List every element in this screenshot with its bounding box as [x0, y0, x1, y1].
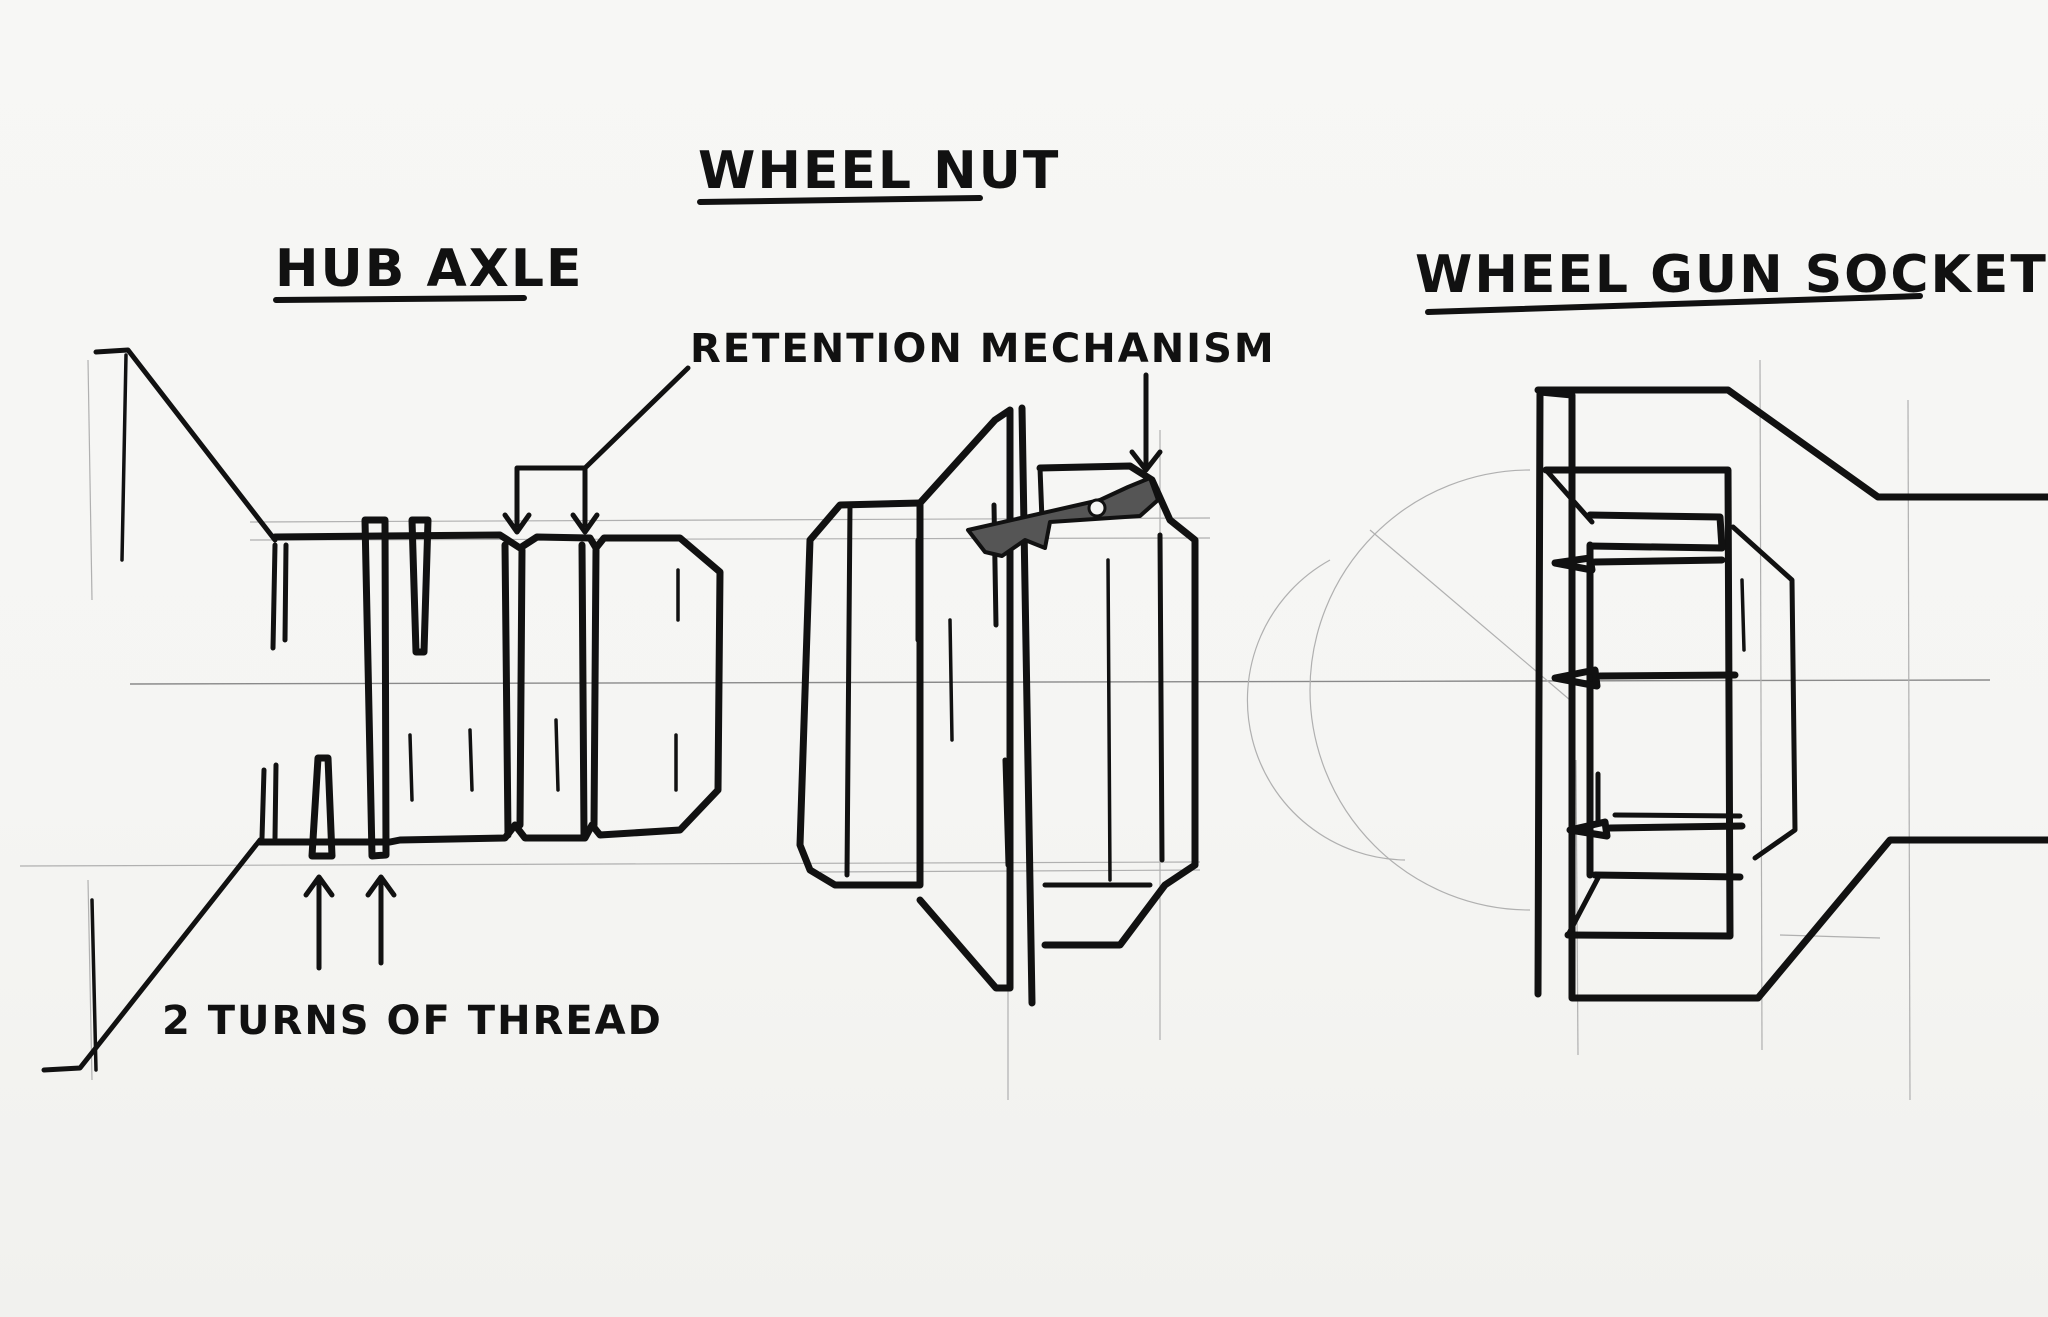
axle-base-upright-lower	[90, 898, 98, 1072]
thread-turn-2-top	[408, 516, 432, 656]
wheel-nut-title: WHEEL NUT	[698, 141, 1060, 201]
wheel-gun-socket	[1534, 386, 2048, 1002]
nut-hex-left	[796, 499, 924, 889]
socket-top-outline	[1534, 386, 2048, 501]
socket-pin-3-tip	[1566, 818, 1611, 840]
thread-turn-1	[361, 516, 390, 860]
wheel-gun-socket-underline	[1425, 293, 1923, 315]
retention-groove-2	[516, 546, 526, 829]
socket-vertical-guide	[1575, 759, 1579, 1056]
socket-bottom-outline	[1536, 388, 2048, 1002]
socket-pin-3-upper	[1612, 812, 1743, 819]
nut-retention-arrowhead	[1129, 449, 1163, 473]
axle-base-upright	[120, 353, 128, 562]
retention-arrowhead-1	[502, 512, 532, 535]
retention-leader-line	[582, 365, 691, 471]
retention-mechanism-callout	[502, 365, 1163, 535]
axle-mark-3	[554, 718, 560, 792]
socket-pin-1-tip	[1551, 554, 1596, 574]
retention-groove-3	[578, 541, 588, 839]
labels: WHEEL NUT HUB AXLE WHEEL GUN SOCKET RETE…	[162, 141, 2048, 1044]
thread-callout-arrows	[303, 874, 397, 971]
retention-bracket	[514, 465, 588, 528]
socket-guide-short	[1779, 934, 1881, 939]
centerline	[129, 679, 1991, 685]
retention-pawl-pivot	[1087, 498, 1107, 518]
socket-inner-corner-bottom	[1565, 875, 1601, 938]
wheel-gun-socket-title: WHEEL GUN SOCKET	[1415, 245, 2048, 305]
socket-vertical-guide-2	[1759, 359, 1763, 1051]
axle-left-face-bottom-2	[272, 762, 279, 841]
socket-pin-2-tip	[1551, 666, 1601, 690]
hub-axle-title: HUB AXLE	[275, 239, 583, 299]
axle-left-guide	[87, 879, 93, 1081]
retention-groove-4	[590, 546, 600, 829]
axle-mark-5	[408, 733, 414, 802]
nut-mark-4	[948, 618, 954, 742]
socket-inner-mark	[1740, 578, 1746, 652]
axle-left-face-bottom	[259, 767, 267, 841]
axle-left-face-top	[270, 542, 278, 651]
nut-right-sleeve	[1036, 462, 1199, 949]
socket-construction-arc-2	[1246, 559, 1406, 861]
wheel-nut	[796, 404, 1199, 1007]
retention-pawl	[966, 476, 1160, 558]
hub-axle-underline	[273, 295, 527, 303]
wheel-nut-underline	[697, 195, 983, 205]
socket-inner-right-face	[1730, 524, 1798, 861]
socket-left-edge	[1534, 388, 1544, 998]
thread-turns-label: 2 TURNS OF THREAD	[162, 998, 663, 1044]
socket-ledge-top	[1586, 511, 1726, 552]
nut-cone-flange	[916, 406, 1014, 992]
socket-pin-1	[1591, 556, 1726, 566]
socket-construction-arc	[1309, 469, 1531, 911]
axle-base-upper-diagonal	[93, 347, 278, 543]
socket-inner-corner-top	[1543, 467, 1595, 525]
thread-arrow-2-head	[365, 874, 397, 898]
socket-inner-hex	[1542, 466, 1734, 940]
socket-ledge-bottom	[1591, 871, 1744, 881]
nut-mark-3	[1002, 757, 1011, 868]
axle-left-guide-top	[87, 359, 93, 601]
axle-base-lower-diagonal	[41, 837, 263, 1073]
retention-arrowhead-2	[570, 512, 600, 535]
socket-vertical-guide-3	[1907, 399, 1911, 1101]
thread-arrow-1-head	[303, 874, 335, 898]
axle-mark-4	[468, 728, 474, 792]
retention-mechanism-label: RETENTION MECHANISM	[690, 326, 1276, 372]
hub-axle	[41, 347, 724, 1073]
nut-sleeve-detail	[1106, 558, 1112, 882]
retention-groove-1	[501, 541, 512, 839]
lower-guide-line	[19, 861, 1201, 867]
socket-pin-3	[1606, 822, 1746, 832]
nut-flange-edge	[1018, 404, 1036, 1007]
socket-pin-2	[1596, 671, 1739, 680]
thread-turn-2-bottom	[308, 754, 336, 860]
nut-sleeve-inner-edge	[1157, 532, 1165, 863]
nut-hex-edge	[844, 502, 853, 878]
axle-left-face-top-2	[282, 542, 289, 643]
